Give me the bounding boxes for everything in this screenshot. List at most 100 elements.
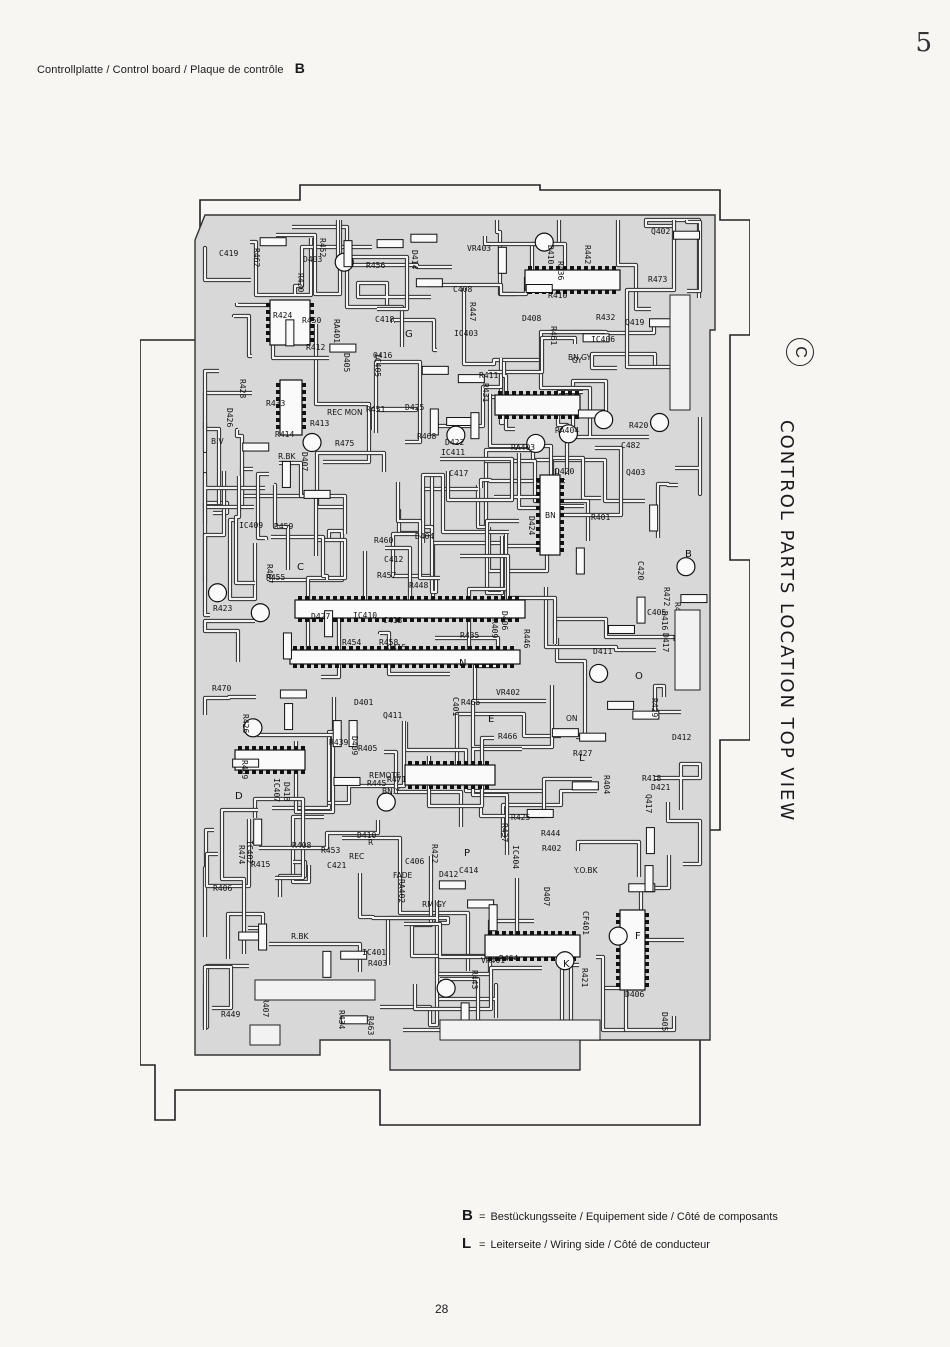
- ic-pin: [412, 646, 416, 650]
- ic-pin: [368, 618, 372, 622]
- ic-pin: [450, 785, 454, 789]
- component-label: R439: [329, 738, 348, 747]
- ic-pin: [266, 303, 270, 307]
- wire-label: R.BK: [278, 452, 296, 461]
- ic-pin: [424, 618, 428, 622]
- ic-pin: [438, 596, 442, 600]
- transistor: [446, 425, 466, 445]
- ic-pin: [471, 761, 475, 765]
- component-label: CF401: [581, 911, 590, 935]
- ic-pin: [560, 548, 564, 552]
- component-label: R443: [470, 970, 479, 989]
- wire-label: R.BK: [291, 932, 309, 941]
- ic-pin: [502, 957, 506, 961]
- resistor: [607, 700, 635, 710]
- component-label: R447: [468, 302, 477, 321]
- trace: [273, 483, 290, 570]
- trace: [336, 220, 409, 311]
- page-number: 28: [435, 1302, 449, 1316]
- component-label: R458: [379, 638, 398, 647]
- ic-pin: [503, 664, 507, 668]
- ic-pin: [302, 418, 306, 422]
- ic-pin: [575, 415, 579, 419]
- ic-pin: [530, 957, 534, 961]
- ic-pin: [417, 618, 421, 622]
- component-label: Q419: [625, 318, 644, 327]
- ic-pin: [494, 618, 498, 622]
- ic-pin: [516, 931, 520, 935]
- component-label: C414: [459, 866, 478, 875]
- ic-pin: [310, 310, 314, 314]
- connector-label: G: [405, 329, 413, 340]
- connector-label: B: [685, 549, 692, 560]
- component-label: R412: [306, 343, 325, 352]
- page-header: Controllplatte / Control board / Plaque …: [37, 60, 305, 76]
- component-label: R403: [368, 959, 387, 968]
- transistor: [608, 926, 628, 946]
- resistor: [525, 284, 553, 294]
- resistor: [279, 689, 307, 699]
- component-label: Q411: [383, 711, 402, 720]
- transistor: [302, 432, 322, 453]
- trace: [259, 820, 380, 850]
- ic-pin: [509, 931, 513, 935]
- component-label: C415: [387, 643, 406, 652]
- trace: [203, 965, 233, 1030]
- trace: [576, 840, 641, 877]
- ic-pin: [495, 957, 499, 961]
- trace: [571, 379, 649, 439]
- resistor: [232, 758, 260, 768]
- ic-pin: [645, 913, 649, 917]
- trace: [293, 245, 372, 294]
- ic-pin: [536, 485, 540, 489]
- resistor: [470, 412, 480, 440]
- component-label: D403: [303, 255, 322, 264]
- component-label: R451: [366, 405, 385, 414]
- transistor: [534, 232, 554, 252]
- component-label: R468: [417, 432, 436, 441]
- component-label: R449: [221, 1010, 240, 1019]
- trace: [384, 750, 463, 827]
- component-label: D416: [660, 611, 669, 630]
- ic-pin: [519, 415, 523, 419]
- ic-pin: [459, 596, 463, 600]
- ic-pin: [310, 331, 314, 335]
- component-label: Q402: [651, 227, 670, 236]
- ic-pin: [405, 664, 409, 668]
- ic-pin: [266, 338, 270, 342]
- ic-pin: [276, 404, 280, 408]
- transistor: [207, 583, 228, 603]
- ic-pin: [342, 664, 346, 668]
- ic-pin: [276, 418, 280, 422]
- ic-pin: [466, 596, 470, 600]
- resistor: [607, 624, 635, 634]
- ic-pin: [515, 596, 519, 600]
- ic-pin: [616, 983, 620, 987]
- component-label: IC410: [353, 611, 377, 620]
- ic-pin: [536, 499, 540, 503]
- ic-pin: [616, 969, 620, 973]
- ic-pin: [422, 761, 426, 765]
- connector-label: L: [579, 753, 585, 764]
- component-label: IC406: [591, 335, 615, 344]
- ic-pin: [361, 596, 365, 600]
- component-label: R446: [522, 629, 531, 648]
- resistor: [281, 460, 291, 488]
- ic-pin: [496, 646, 500, 650]
- component-label: R404: [602, 775, 611, 794]
- ic-pin: [482, 664, 486, 668]
- ic-pin: [440, 664, 444, 668]
- ic-pin: [616, 913, 620, 917]
- ic-pin: [314, 646, 318, 650]
- wire-label: Y.O.BK: [573, 866, 599, 875]
- ic-pin: [505, 415, 509, 419]
- ic-pin: [598, 266, 602, 270]
- ic-pin: [516, 957, 520, 961]
- ic-package: [619, 909, 646, 991]
- ic-pin: [266, 310, 270, 314]
- component-label: D411: [593, 647, 612, 656]
- ic-pin: [354, 596, 358, 600]
- ic-pin: [384, 664, 388, 668]
- ic-pin: [487, 618, 491, 622]
- ic-pin: [335, 646, 339, 650]
